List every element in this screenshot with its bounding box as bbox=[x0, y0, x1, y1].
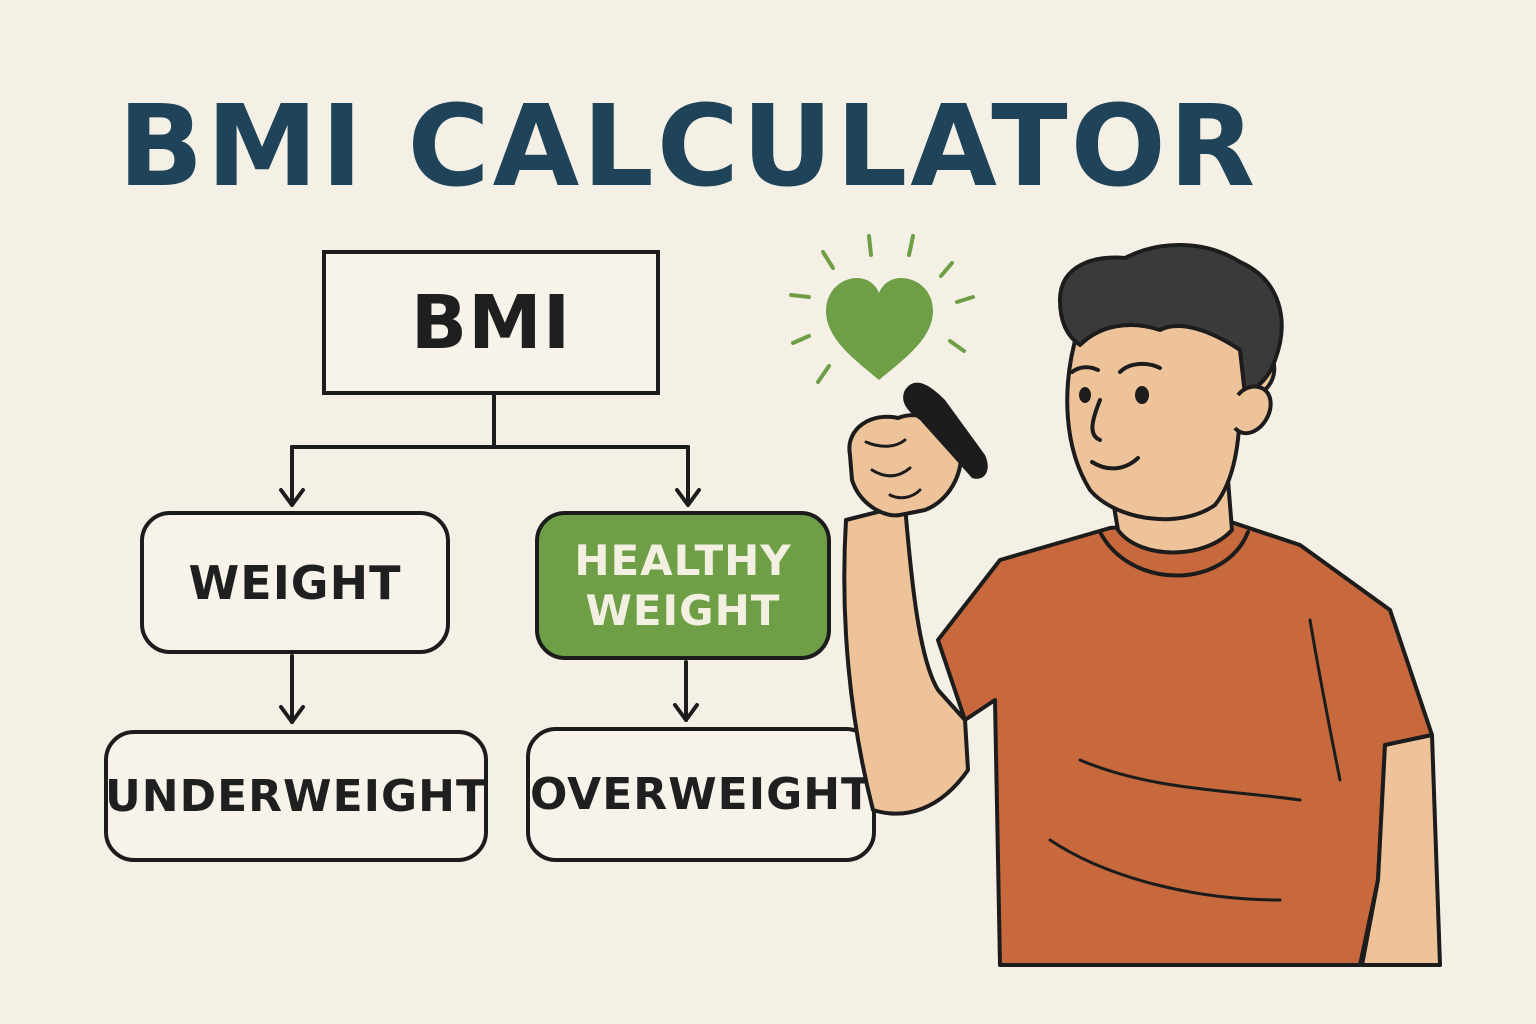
heart-ray bbox=[948, 339, 966, 353]
heart-ray bbox=[907, 234, 915, 257]
heart-ray bbox=[816, 364, 831, 384]
finger-lines bbox=[864, 438, 922, 500]
heart-ray bbox=[789, 293, 811, 299]
node-bmi-label: BMI bbox=[410, 279, 572, 366]
node-overweight: OVERWEIGHT bbox=[526, 727, 876, 862]
eye bbox=[1079, 387, 1091, 403]
node-underweight-label: UNDERWEIGHT bbox=[105, 770, 487, 822]
hair bbox=[1058, 243, 1284, 397]
nose bbox=[1090, 398, 1102, 442]
tshirt bbox=[936, 518, 1434, 967]
mouth bbox=[1090, 456, 1140, 471]
arrowhead-under bbox=[279, 705, 305, 724]
heart-ray bbox=[821, 250, 835, 270]
eye bbox=[1135, 386, 1149, 404]
node-overweight-label: OVERWEIGHT bbox=[529, 769, 873, 820]
arrowhead-over bbox=[673, 703, 699, 722]
lower-arm bbox=[1360, 733, 1442, 967]
heart-ray bbox=[939, 261, 954, 278]
arrowhead-healthy bbox=[675, 488, 701, 507]
node-healthy-line-2: WEIGHT bbox=[585, 585, 781, 635]
ear bbox=[1233, 384, 1273, 436]
page-title: BMI CALCULATOR bbox=[118, 82, 1259, 212]
heart-shape bbox=[826, 278, 933, 380]
arrowhead-weight bbox=[279, 488, 305, 507]
node-bmi: BMI bbox=[322, 250, 660, 395]
node-weight: WEIGHT bbox=[140, 511, 450, 654]
raised-arm bbox=[842, 503, 970, 816]
collar bbox=[1098, 530, 1250, 578]
eyebrow bbox=[1070, 361, 1162, 374]
node-weight-label: WEIGHT bbox=[188, 555, 402, 610]
node-underweight: UNDERWEIGHT bbox=[104, 730, 488, 862]
shirt-folds bbox=[1048, 618, 1342, 902]
node-healthy-line-1: HEALTHY bbox=[574, 535, 792, 585]
marker-icon bbox=[903, 382, 988, 479]
heart-ray bbox=[791, 334, 811, 345]
node-healthy-weight: HEALTHY WEIGHT bbox=[535, 511, 831, 660]
heart-ray bbox=[867, 234, 873, 257]
heart-ray bbox=[955, 295, 975, 304]
